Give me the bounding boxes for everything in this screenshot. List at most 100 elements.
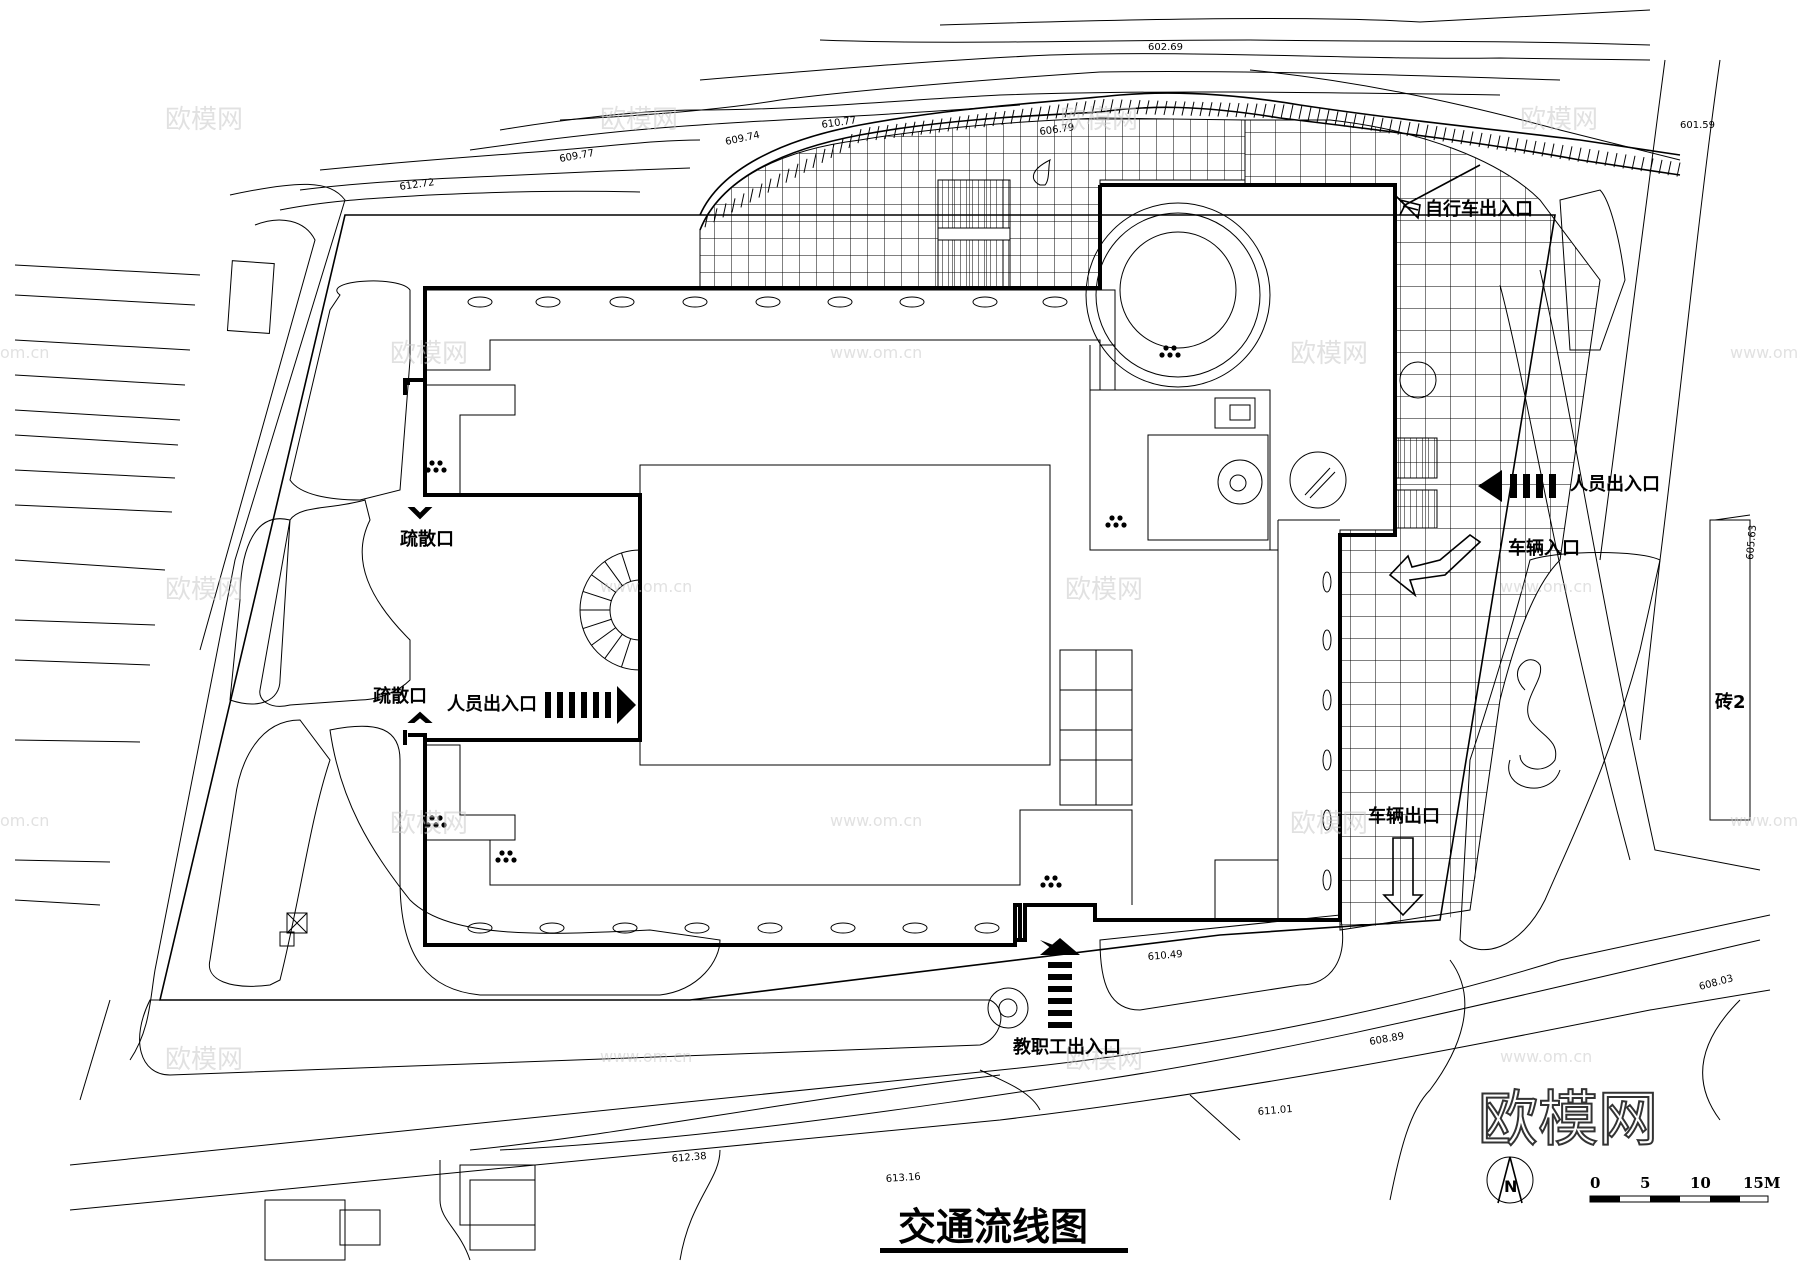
toilet-dot xyxy=(1175,352,1181,358)
slope-tick xyxy=(1451,128,1456,143)
slope-tick xyxy=(1631,155,1636,170)
skylight xyxy=(467,922,493,934)
slope-tick xyxy=(1676,162,1681,177)
toilet-dot xyxy=(1159,352,1165,358)
toilet-dot xyxy=(1044,875,1050,881)
toilet-dot xyxy=(441,467,447,473)
slope-tick xyxy=(1037,106,1042,121)
skylight xyxy=(1322,571,1332,593)
slope-tick xyxy=(1019,108,1024,123)
slope-tick xyxy=(1514,138,1519,153)
scale-label: 0 xyxy=(1590,1174,1600,1192)
watermark: 欧模网 xyxy=(165,105,243,135)
toilet-dot xyxy=(1109,515,1115,521)
slope-tick xyxy=(1667,161,1672,176)
slope-tick xyxy=(1172,101,1177,116)
slope-tick xyxy=(1064,103,1069,118)
watermark-url: www.om.cn xyxy=(1500,577,1592,596)
elevation-label: 612.38 xyxy=(671,1151,707,1165)
watermark-url: om.cn xyxy=(0,343,49,362)
skylight xyxy=(974,922,1000,934)
toilet-dot xyxy=(1167,352,1173,358)
label-bike-entrance: 自行车出入口 xyxy=(1425,198,1533,220)
stair-tread xyxy=(604,633,623,659)
watermark: 欧模网 xyxy=(1520,105,1598,135)
skylight xyxy=(830,922,856,934)
stair-edge xyxy=(579,549,641,671)
toilet-dot xyxy=(1105,522,1111,528)
skylight xyxy=(682,296,708,308)
scale-label: 15M xyxy=(1743,1174,1780,1192)
watermark-url: www.om.cn xyxy=(1500,1047,1592,1066)
skylight xyxy=(1322,869,1332,891)
slope-tick xyxy=(1568,146,1573,161)
toilet-dot xyxy=(425,822,431,828)
watermark-url: www.om.cn xyxy=(600,577,692,596)
circulation-arrows xyxy=(407,164,1556,1028)
toilet-dot xyxy=(1040,882,1046,888)
skylight xyxy=(1322,809,1332,831)
toilet-dot xyxy=(1121,522,1127,528)
stair-edge xyxy=(609,579,641,641)
neighbour-lots xyxy=(14,260,275,1101)
watermark: 欧模网 xyxy=(165,1045,243,1075)
slope-tick xyxy=(1469,131,1474,146)
slope-tick xyxy=(1460,130,1465,145)
slope-tick xyxy=(1595,150,1600,165)
slope-tick xyxy=(1235,102,1240,118)
toilet-dot xyxy=(433,467,439,473)
slope-tick xyxy=(1532,140,1537,156)
slope-tick xyxy=(1280,104,1285,119)
watermark: 欧模网 xyxy=(1290,809,1368,839)
skylight xyxy=(1322,689,1332,711)
toilet-dot xyxy=(511,857,517,863)
vehicle-exit-arrow xyxy=(1382,837,1424,917)
toilet-dot xyxy=(441,822,447,828)
toilet-dot xyxy=(499,850,505,856)
elevation-label: 613.16 xyxy=(885,1172,921,1185)
skylight xyxy=(972,296,998,308)
west-road xyxy=(129,183,346,1061)
slope-tick xyxy=(1577,147,1582,162)
skylight xyxy=(757,922,783,934)
slope-tick xyxy=(1244,103,1249,118)
slope-tick xyxy=(1217,102,1222,117)
main-building xyxy=(403,183,1438,947)
flow-labels: 自行车出入口 人员出入口 车辆入口 车辆出口 疏散口 疏散口 人员出入口 教职工… xyxy=(373,198,1746,1058)
slope-tick xyxy=(1055,104,1060,119)
label-vehicle-entrance: 车辆入口 xyxy=(1508,537,1580,559)
toilet-symbols xyxy=(425,345,1181,888)
evacuation-north-arrow xyxy=(407,507,433,520)
stair-tread xyxy=(620,638,632,668)
slope-tick xyxy=(1604,151,1609,166)
skylight xyxy=(612,922,638,934)
slope-tick xyxy=(1001,110,1006,126)
watermark-url: www.om.cn xyxy=(600,1047,692,1066)
elevation-label: 610.49 xyxy=(1147,949,1183,963)
elevation-label: 610.77 xyxy=(821,115,857,131)
scale-label: 10 xyxy=(1690,1174,1711,1192)
skylight xyxy=(1042,296,1068,308)
slope-tick xyxy=(1163,100,1168,116)
toilet-dot xyxy=(1052,875,1058,881)
label-people-entrance-west: 人员出入口 xyxy=(447,693,537,715)
north-arrow: N xyxy=(1486,1156,1534,1204)
toilet-dot xyxy=(429,460,435,466)
skylights-north xyxy=(467,296,1068,308)
slope-tick xyxy=(1091,100,1096,115)
skylight xyxy=(1322,629,1332,651)
watermark: 欧模网 xyxy=(390,809,468,839)
toilet-dot xyxy=(495,857,501,863)
toilet-dot xyxy=(429,815,435,821)
slope-tick xyxy=(1289,104,1294,119)
skylight xyxy=(684,922,710,934)
toilet-dot xyxy=(1048,882,1054,888)
label-vehicle-exit: 车辆出口 xyxy=(1368,805,1440,827)
slope-tick xyxy=(1136,100,1141,115)
toilet-dot xyxy=(437,815,443,821)
toilet-dot xyxy=(1171,345,1177,351)
slope-tick xyxy=(1154,100,1159,115)
skylights-east xyxy=(1322,571,1332,891)
north-symbol: N xyxy=(1504,1177,1517,1196)
